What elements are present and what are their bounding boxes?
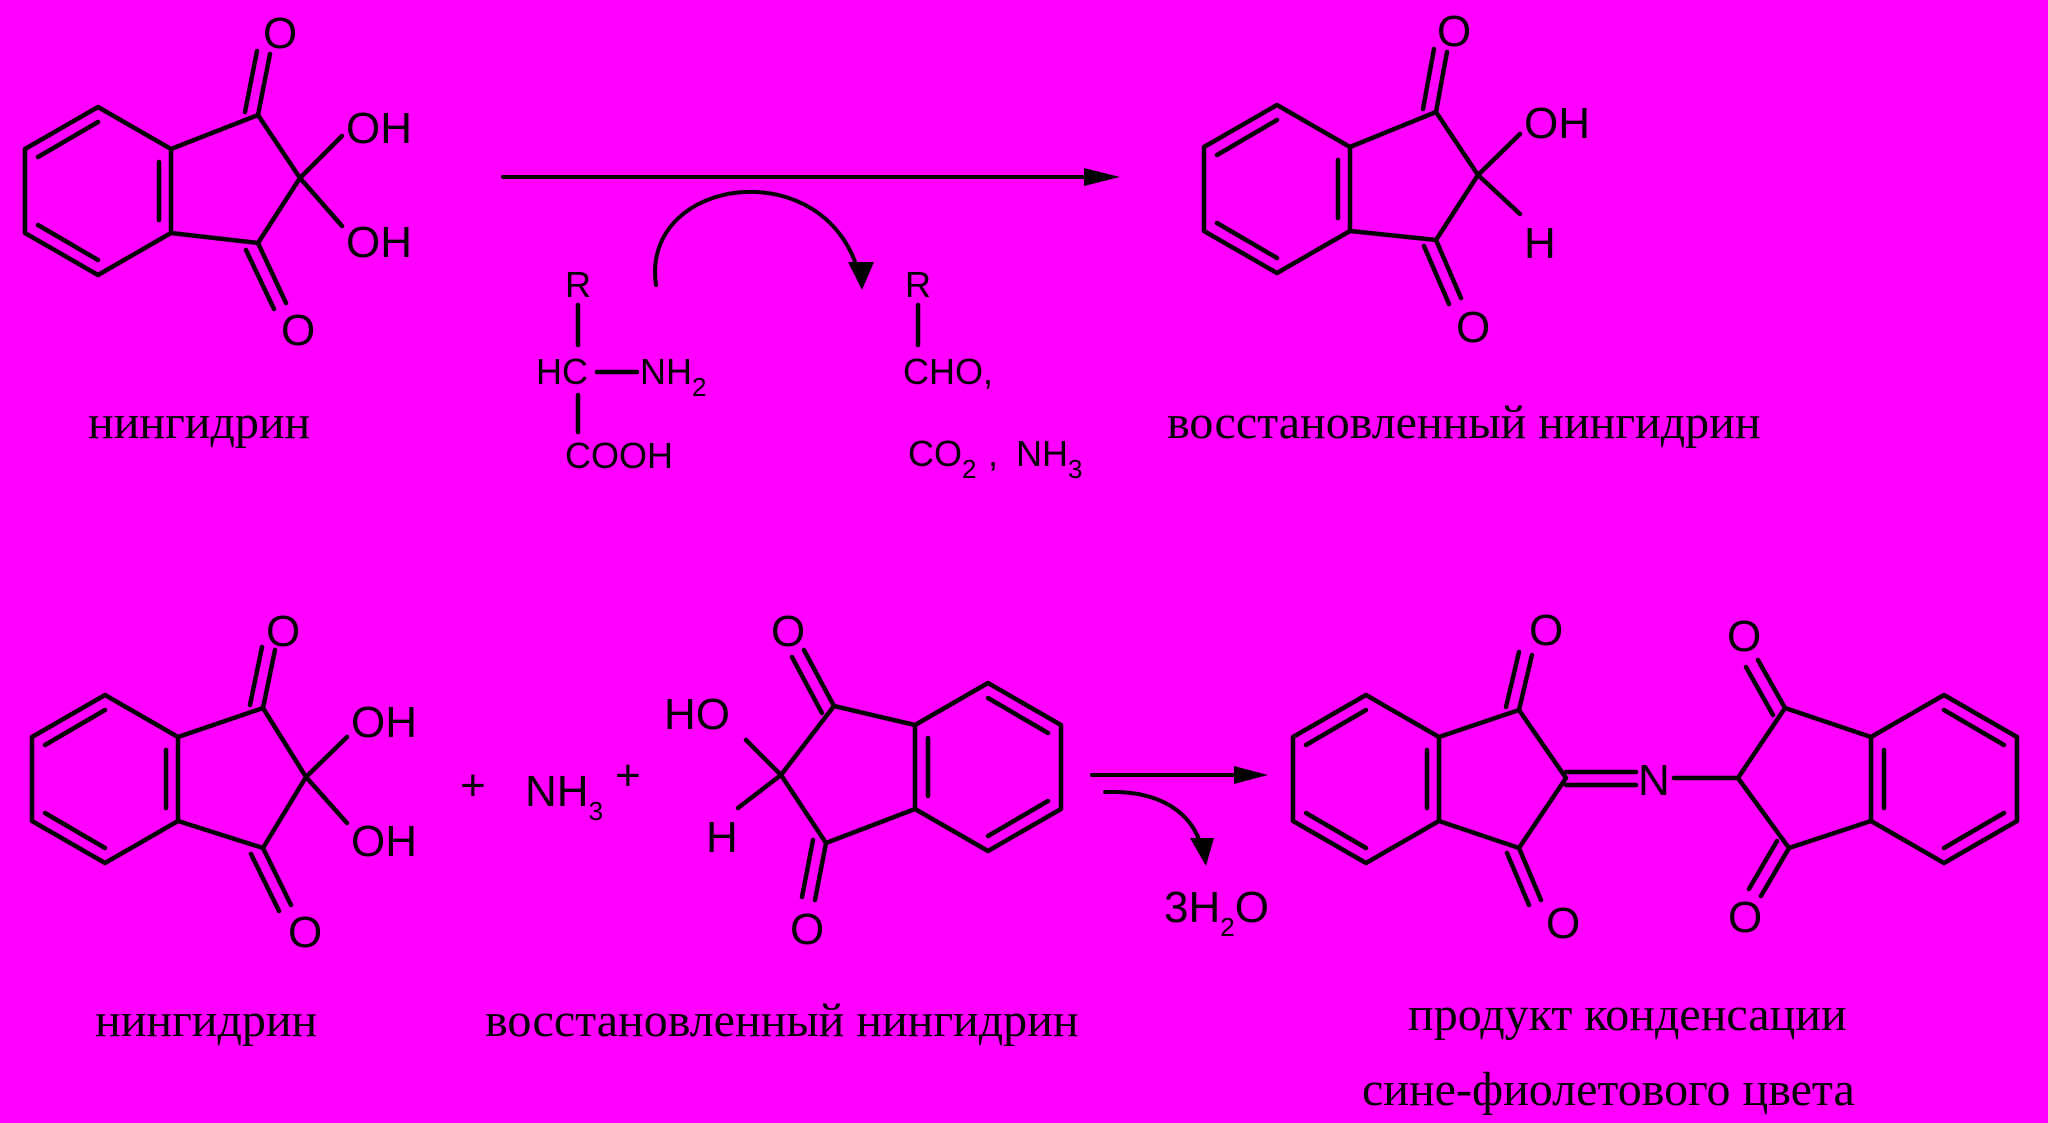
carbonyl-oxygen-label: O xyxy=(1437,7,1471,56)
aldehyde-products: R CHO, CO2 , NH3 xyxy=(903,264,1082,484)
five-membered-ring-right xyxy=(1735,705,1874,851)
caption-product-line1: продукт конденсации xyxy=(1408,988,1847,1041)
amino-acid-structure: R HC NH2 COOH xyxy=(536,264,706,476)
hydrogen-label: H xyxy=(1524,219,1556,268)
curved-arrow-bottom xyxy=(1103,789,1214,866)
condensation-product-structure: N O O O O xyxy=(1290,606,2020,948)
ammonia-label: NH3 xyxy=(1016,433,1082,484)
benzene-ring xyxy=(912,680,1064,854)
carbonyl-oxygen-label: O xyxy=(281,306,315,355)
five-membered-ring xyxy=(1347,109,1481,243)
carbonyl-oxygen-label: O xyxy=(1727,612,1761,661)
hydroxyl-label: HO xyxy=(664,690,730,739)
reaction-arrow-top xyxy=(501,168,1120,186)
carbonyl-bonds-left xyxy=(1503,649,1544,908)
carbonyl-oxygen-label: O xyxy=(1728,893,1762,942)
hydroxyl-label: OH xyxy=(351,817,417,866)
benzene-ring xyxy=(22,104,174,278)
carbonyl-bonds xyxy=(789,647,837,903)
reduced-ninhydrin-structure-bottom: O O HO H xyxy=(664,607,1064,954)
ninhydrin-structure-bottom: O O OH OH xyxy=(29,607,417,957)
carbon-dioxide-label: CO2 xyxy=(908,433,976,484)
five-membered-ring-left xyxy=(1436,707,1569,851)
caption-reduced-ninhydrin: восстановленный нингидрин xyxy=(485,994,1079,1047)
comma-separator: , xyxy=(988,433,998,474)
hydroxyl-label: OH xyxy=(346,104,412,153)
plus-sign: + xyxy=(615,751,641,800)
benzene-ring-left xyxy=(1290,692,1442,866)
caption-ninhydrin: нингидрин xyxy=(95,994,317,1047)
carbonyl-oxygen-label: O xyxy=(790,905,824,954)
aldehyde-label: CHO, xyxy=(903,351,993,392)
caption-reduced-ninhydrin: восстановленный нингидрин xyxy=(1167,396,1761,449)
carboxyl-label: COOH xyxy=(565,435,673,476)
reaction-arrow-bottom xyxy=(1090,766,1268,784)
plus-sign: + xyxy=(460,761,486,810)
amino-group-label: NH2 xyxy=(640,351,706,402)
carbonyl-bonds-right xyxy=(1743,657,1792,899)
hydroxyl-label: OH xyxy=(351,698,417,747)
water-label: 3H2O xyxy=(1164,883,1269,942)
caption-product-line2: сине-фиолетового цвета xyxy=(1362,1063,1855,1116)
benzene-ring-right xyxy=(1868,692,2020,866)
benzene-ring xyxy=(29,692,181,866)
carbonyl-oxygen-label: O xyxy=(266,607,300,656)
ammonia-label: NH3 xyxy=(525,767,603,826)
carbonyl-oxygen-label: O xyxy=(771,607,805,656)
five-membered-ring xyxy=(175,705,309,851)
carbonyl-oxygen-label: O xyxy=(1546,899,1580,948)
benzene-ring xyxy=(1201,102,1353,276)
ninhydrin-structure-top: O O OH OH xyxy=(22,9,412,355)
alpha-carbon-label: HC xyxy=(536,351,588,392)
carbonyl-oxygen-label: O xyxy=(1456,303,1490,352)
carbonyl-oxygen-label: O xyxy=(1529,606,1563,655)
caption-ninhydrin: нингидрин xyxy=(88,396,310,449)
carbonyl-oxygen-label: O xyxy=(263,9,297,58)
hydrogen-label: H xyxy=(706,813,738,862)
five-membered-ring xyxy=(168,112,303,246)
carbonyl-bonds xyxy=(247,644,294,914)
radical-label: R xyxy=(905,264,931,305)
hydroxyl-label: OH xyxy=(346,218,412,267)
carbonyl-bonds xyxy=(1420,46,1464,307)
carbonyl-bonds xyxy=(242,48,289,312)
five-membered-ring xyxy=(778,703,918,846)
carbonyl-oxygen-label: O xyxy=(288,908,322,957)
nitrogen-label: N xyxy=(1638,756,1670,805)
hydroxyl-label: OH xyxy=(1524,99,1590,148)
reduced-ninhydrin-structure-top: O O OH H xyxy=(1201,7,1590,352)
imine-double-bond xyxy=(1563,769,1639,788)
radical-label: R xyxy=(565,264,591,305)
curved-arrow-top xyxy=(653,189,874,290)
